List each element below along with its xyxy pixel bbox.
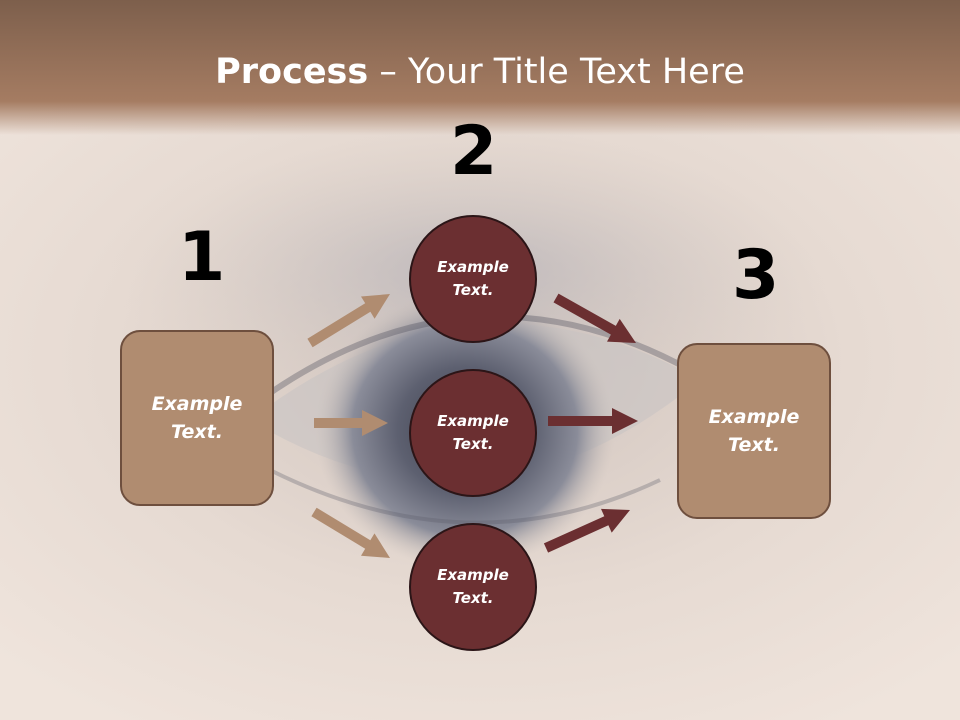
arrow-top-to-3 [553, 293, 636, 343]
slide-title: Process – Your Title Text Here [0, 52, 960, 92]
arrow-1-to-middle [314, 410, 388, 436]
circle-top-label: Example Text. [437, 257, 509, 299]
arrow-1-to-bottom [311, 507, 390, 558]
step-number-2: 2 [450, 112, 498, 191]
arrow-bottom-to-3 [543, 508, 630, 553]
arrow-1-to-top [307, 294, 390, 348]
step-2-circle-top: Example Text. [409, 215, 537, 343]
step-2-circle-bottom: Example Text. [409, 523, 537, 651]
title-band [0, 0, 960, 135]
circle-middle-label: Example Text. [437, 411, 509, 453]
step-3-box: Example Text. [677, 343, 831, 519]
step-number-1: 1 [178, 218, 226, 297]
step-1-label: Example Text. [151, 392, 243, 444]
title-bold: Process [215, 52, 369, 92]
step-3-label: Example Text. [708, 405, 800, 457]
step-1-box: Example Text. [120, 330, 274, 506]
step-2-circle-middle: Example Text. [409, 369, 537, 497]
title-rest: – Your Title Text Here [368, 52, 745, 92]
circle-bottom-label: Example Text. [437, 565, 509, 607]
step-number-3: 3 [732, 236, 780, 315]
arrow-middle-to-3 [548, 408, 638, 434]
